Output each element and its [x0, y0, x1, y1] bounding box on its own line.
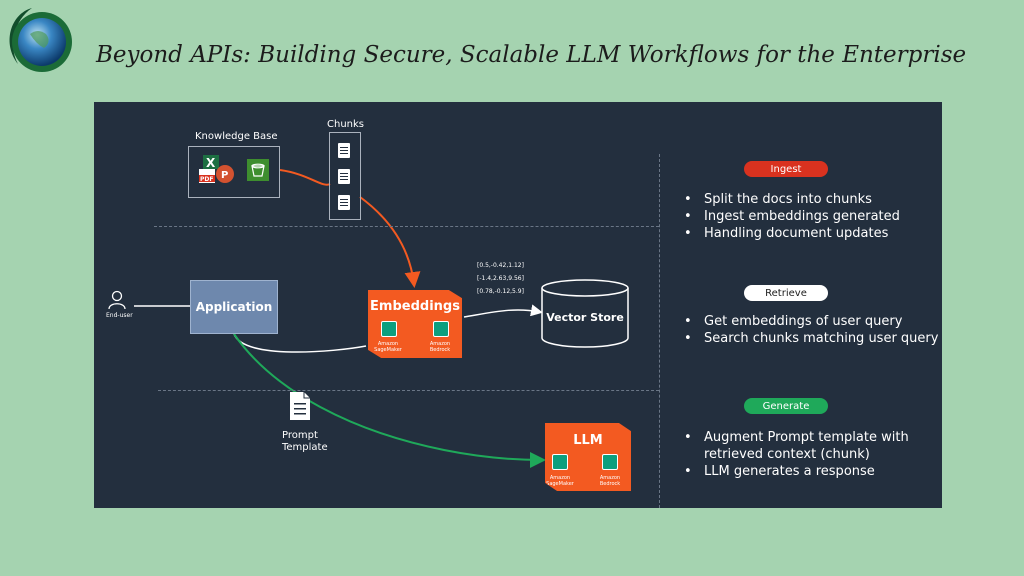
chunks-box: [329, 132, 361, 220]
embeddings-box: Embeddings Amazon SageMaker Amazon Bedro…: [368, 290, 462, 358]
end-user-label: End-user: [106, 312, 133, 319]
svg-text:P: P: [221, 170, 228, 181]
vector-value: [0.78,-0.12,5.9]: [477, 288, 524, 295]
list-item: Ingest embeddings generated: [680, 208, 900, 225]
vector-value: [-1.4,2.63,9.56]: [477, 275, 524, 282]
sagemaker-label: Amazon SageMaker: [546, 475, 574, 487]
document-icon: [338, 195, 350, 210]
bedrock-label: Amazon Bedrock: [429, 341, 451, 353]
list-item: Search chunks matching user query: [680, 330, 938, 347]
page-title: Beyond APIs: Building Secure, Scalable L…: [96, 42, 967, 68]
sagemaker-label: Amazon SageMaker: [374, 341, 402, 353]
stage-divider: [154, 226, 659, 227]
document-icon: [338, 169, 350, 184]
list-item: Handling document updates: [680, 225, 900, 242]
knowledge-base-label: Knowledge Base: [195, 131, 278, 142]
application-box: Application: [190, 280, 278, 334]
vector-value: [0.5,-0.42,1.12]: [477, 262, 524, 269]
excel-icon: X: [203, 155, 219, 170]
bedrock-icon: [602, 454, 618, 470]
generate-bullets: Augment Prompt template with retrieved c…: [680, 429, 926, 480]
sagemaker-icon: [552, 454, 568, 470]
prompt-template-label-line1: Prompt: [282, 430, 318, 441]
list-item: LLM generates a response: [680, 463, 926, 480]
bedrock-icon: [433, 321, 449, 337]
architecture-diagram: Knowledge Base X PDF P Chunks: [94, 102, 942, 508]
embeddings-title: Embeddings: [370, 299, 460, 314]
document-icon: [338, 143, 350, 158]
svg-text:X: X: [206, 156, 216, 170]
retrieve-bullets: Get embeddings of user query Search chun…: [680, 313, 938, 347]
llm-title: LLM: [573, 433, 603, 448]
s3-bucket-icon: [247, 159, 269, 181]
panel-divider: [659, 154, 660, 508]
pdf-icon: PDF: [199, 169, 215, 183]
application-label: Application: [195, 300, 273, 314]
globe-logo: [2, 4, 76, 76]
knowledge-base-box: X PDF P: [188, 146, 280, 198]
connector-arrows: [134, 169, 546, 468]
retrieve-badge: Retrieve: [744, 285, 828, 301]
stage-divider: [158, 390, 659, 391]
list-item: Get embeddings of user query: [680, 313, 938, 330]
sagemaker-icon: [381, 321, 397, 337]
generate-badge: Generate: [744, 398, 828, 414]
powerpoint-icon: P: [216, 165, 234, 183]
ingest-badge: Ingest: [744, 161, 828, 177]
bedrock-label: Amazon Bedrock: [599, 475, 621, 487]
prompt-template-label-line2: Template: [282, 442, 328, 453]
chunks-label: Chunks: [327, 119, 364, 130]
prompt-template-icon: [288, 391, 312, 425]
user-icon: [108, 290, 126, 314]
list-item: Augment Prompt template with retrieved c…: [680, 429, 926, 463]
ingest-bullets: Split the docs into chunks Ingest embedd…: [680, 191, 900, 242]
svg-text:PDF: PDF: [200, 176, 213, 183]
vector-store-label: Vector Store: [546, 311, 624, 324]
llm-box: LLM Amazon SageMaker Amazon Bedrock: [545, 423, 631, 491]
vector-store-cylinder: Vector Store: [540, 278, 630, 350]
list-item: Split the docs into chunks: [680, 191, 900, 208]
